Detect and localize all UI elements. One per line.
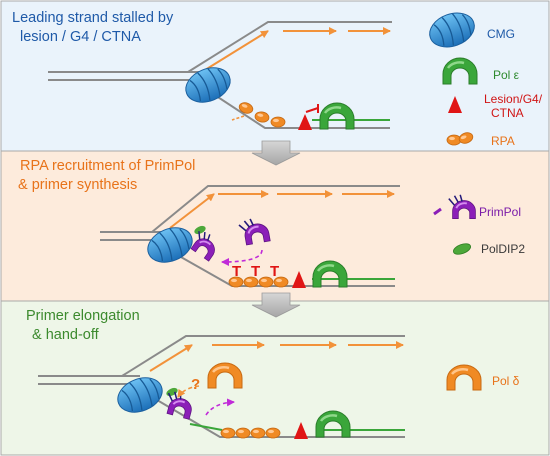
legend-pol-delta-label: Pol δ bbox=[492, 374, 520, 388]
rpa-3 bbox=[250, 427, 266, 439]
primpol-release-arrow bbox=[205, 398, 235, 416]
panel-2-title-line1: RPA recruitment of PrimPol bbox=[20, 158, 195, 174]
legend-rpa-label: RPA bbox=[491, 134, 515, 148]
panel-2-title-line2: & primer synthesis bbox=[18, 177, 137, 193]
legend-poldip2-label: PolDIP2 bbox=[481, 242, 525, 256]
legend-pol-epsilon-label: Pol ε bbox=[493, 68, 520, 82]
panel-2-background bbox=[0, 150, 550, 302]
legend-lesion-label-line1: Lesion/G4/ bbox=[484, 92, 543, 106]
transition-arrow-1 bbox=[251, 140, 301, 166]
primer-extension bbox=[189, 423, 223, 431]
legend-lesion-label-line2: CTNA bbox=[491, 106, 524, 120]
panel-1-title-line1: Leading strand stalled by bbox=[12, 10, 174, 26]
primer-nucleotide-3: T bbox=[270, 263, 279, 280]
panel-1-fork bbox=[48, 21, 392, 131]
transition-arrow-2 bbox=[251, 292, 301, 318]
legend-primpol-icon-tail bbox=[433, 207, 442, 216]
panel-3-title-line2: & hand-off bbox=[32, 327, 100, 343]
primer-nucleotide-2: T bbox=[251, 263, 260, 280]
rpa-4 bbox=[265, 427, 281, 439]
lagging-nascent-strand bbox=[149, 344, 193, 372]
primer-nucleotide-1: T bbox=[232, 263, 241, 280]
lagging-nascent-strand bbox=[169, 193, 215, 229]
lesion-marker bbox=[294, 422, 308, 439]
panel-1-title-line2: lesion / G4 / CTNA bbox=[20, 29, 141, 45]
ssdna-orange-arrow bbox=[231, 115, 245, 121]
lagging-nascent-strand bbox=[204, 30, 269, 71]
legend-primpol-label: PrimPol bbox=[479, 205, 521, 219]
lesion-marker bbox=[298, 114, 312, 130]
handoff-question-mark: ? bbox=[191, 376, 200, 393]
legend-cmg-label: CMG bbox=[487, 27, 515, 41]
rpa-1 bbox=[220, 427, 236, 439]
panel-2-fork: T T T bbox=[100, 185, 400, 289]
legend-lesion-icon bbox=[448, 96, 462, 113]
legend-panel-1: CMG Pol ε Lesion/G4/ CTNA RPA bbox=[424, 6, 543, 148]
pol-delta-handoff-arrow bbox=[177, 385, 200, 398]
block-symbol bbox=[305, 104, 319, 113]
panel-3-fork: ? bbox=[38, 335, 405, 439]
primpol-recruitment-arrow bbox=[221, 249, 263, 266]
rpa-2 bbox=[235, 427, 251, 439]
lagging-template-strand bbox=[121, 335, 405, 377]
rpa-3 bbox=[270, 116, 286, 128]
lagging-template-strand bbox=[187, 21, 392, 73]
lesion-marker bbox=[292, 271, 306, 288]
lagging-template-strand bbox=[151, 185, 400, 233]
legend-poldip2-icon bbox=[453, 243, 471, 255]
poldip2-at-fork bbox=[194, 225, 206, 235]
panel-3-title-line1: Primer elongation bbox=[26, 308, 140, 324]
legend-panel-2: PrimPol PolDIP2 bbox=[433, 193, 525, 256]
legend-panel-3: Pol δ bbox=[445, 363, 520, 392]
